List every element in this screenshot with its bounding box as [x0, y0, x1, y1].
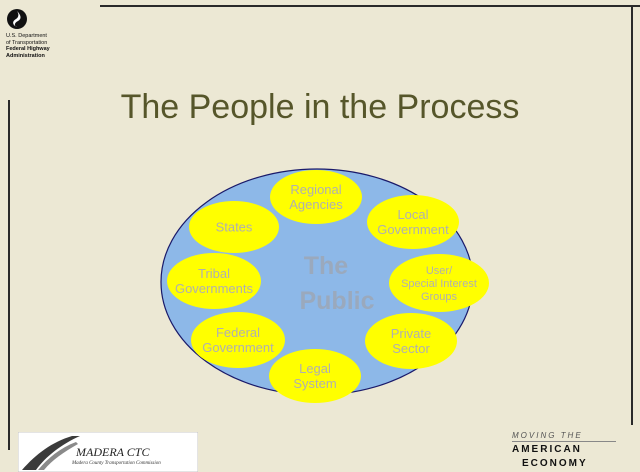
node-label-regional-agencies-0: Regional [290, 182, 341, 197]
madera-ctc-name: MADERA CTC [76, 445, 150, 459]
slide-title: The People in the Process [120, 88, 520, 126]
economy-line-2: AMERICAN [512, 444, 582, 455]
frame-top-line [100, 5, 640, 7]
economy-line-1: MOVING THE [512, 431, 583, 440]
node-ellipse-local-government [367, 195, 459, 249]
node-ellipse-private-sector [365, 313, 457, 369]
frame-right-line [631, 5, 633, 425]
node-label-special-interest-groups-2: Groups [421, 291, 458, 303]
node-ellipse-federal-government [191, 312, 285, 368]
node-ellipse-states [189, 201, 279, 253]
node-states: States [189, 201, 279, 253]
node-label-private-sector-1: Sector [392, 341, 430, 356]
admin-line-2: Administration [6, 52, 45, 59]
node-label-federal-government-1: Government [202, 340, 274, 355]
admin-line-1: Federal Highway [6, 46, 50, 52]
agency-line-2: of Transportation [6, 39, 48, 46]
economy-underline [512, 441, 616, 442]
node-label-federal-government-0: Federal [216, 325, 260, 340]
node-label-tribal-governments-0: Tribal [198, 266, 230, 281]
node-label-local-government-0: Local [397, 207, 428, 222]
node-ellipse-legal-system [269, 349, 361, 403]
frame-left-line [8, 100, 10, 450]
node-ellipse-tribal-governments [167, 253, 261, 309]
node-label-local-government-1: Government [377, 222, 449, 237]
node-label-legal-system-0: Legal [299, 361, 331, 376]
node-label-tribal-governments-1: Governments [175, 281, 254, 296]
madera-ctc-subtitle: Madera County Transportation Commission [72, 461, 161, 466]
node-ellipse-special-interest-groups [389, 254, 489, 312]
node-label-special-interest-groups-0: User/ [426, 265, 453, 277]
agency-line-1: U.S. Department [6, 33, 47, 39]
node-label-legal-system-1: System [293, 376, 336, 391]
economy-line-3: ECONOMY [522, 458, 588, 469]
dot-logo-icon [7, 9, 27, 29]
madera-ctc-logo-icon [18, 432, 198, 472]
node-label-states-0: States [216, 220, 253, 235]
center-text-line1: The [304, 252, 349, 280]
center-text-line2: Public [299, 287, 374, 315]
dot-agency-text: U.S. Department of Transportation Federa… [6, 33, 50, 59]
node-label-special-interest-groups-1: Special Interest [401, 278, 477, 290]
node-label-private-sector-0: Private [391, 326, 431, 341]
node-ellipse-regional-agencies [270, 170, 362, 224]
node-label-regional-agencies-1: Agencies [289, 197, 343, 212]
